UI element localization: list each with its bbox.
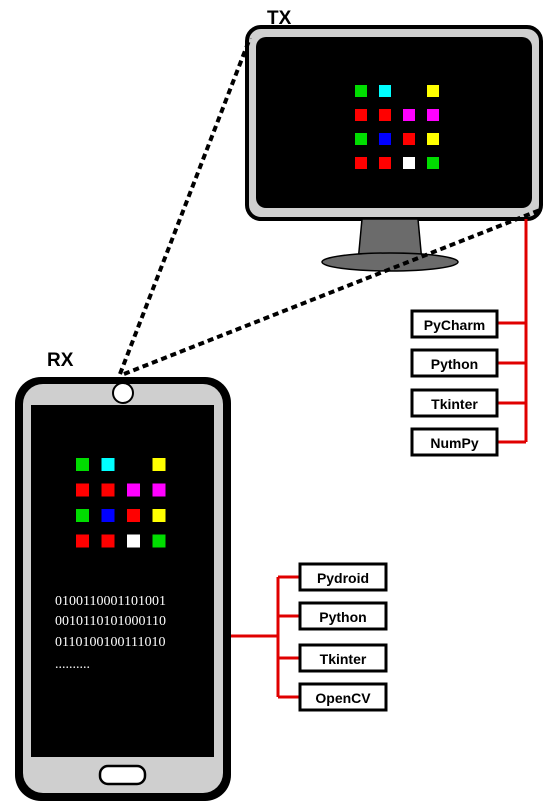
grid-cell	[101, 458, 115, 471]
svg-text:PyCharm: PyCharm	[424, 317, 485, 333]
grid-cell	[379, 133, 391, 145]
grid-cell	[152, 458, 166, 471]
phone-home-button[interactable]	[98, 764, 147, 786]
tx-tool-pycharm: PyCharm	[410, 309, 499, 339]
svg-text:Tkinter: Tkinter	[431, 396, 478, 412]
grid-cell	[76, 483, 89, 497]
tx-tool-tkinter: Tkinter	[410, 388, 499, 418]
fov-line-top	[118, 37, 252, 375]
grid-cell	[101, 509, 115, 522]
svg-text:NumPy: NumPy	[430, 435, 478, 451]
grid-cell	[76, 458, 89, 471]
grid-cell	[355, 109, 367, 121]
rx-bits-line: ..........	[55, 657, 90, 672]
tx-connectors	[497, 219, 528, 444]
grid-cell	[427, 85, 439, 97]
rx-tool-pydroid: Pydroid	[298, 562, 388, 592]
rx-connectors	[231, 575, 300, 699]
fov-line-bottom	[123, 208, 541, 376]
grid-cell	[355, 133, 367, 145]
grid-cell	[127, 483, 140, 497]
grid-cell	[427, 133, 439, 145]
tx-monitor	[245, 25, 543, 272]
grid-cell	[427, 157, 439, 169]
grid-cell	[101, 483, 115, 497]
grid-cell	[355, 157, 367, 169]
grid-cell	[403, 157, 415, 169]
tx-tool-numpy: NumPy	[410, 427, 499, 457]
tx-color-grid	[355, 85, 439, 169]
svg-text:Pydroid: Pydroid	[317, 570, 369, 586]
svg-text:Python: Python	[319, 609, 366, 625]
tx-tool-python: Python	[410, 348, 499, 378]
svg-text:Tkinter: Tkinter	[320, 651, 367, 667]
svg-text:OpenCV: OpenCV	[315, 690, 371, 706]
rx-color-grid	[76, 458, 166, 548]
rx-tool-opencv: OpenCV	[298, 682, 388, 712]
grid-cell	[127, 509, 140, 522]
grid-cell	[379, 85, 391, 97]
svg-text:Python: Python	[431, 356, 478, 372]
grid-cell	[152, 483, 166, 497]
monitor-screen	[256, 37, 532, 208]
rx-tool-python: Python	[298, 601, 388, 631]
rx-tool-tkinter: Tkinter	[298, 643, 388, 673]
grid-cell	[403, 109, 415, 121]
grid-cell	[152, 509, 166, 522]
grid-cell	[379, 109, 391, 121]
tx-label: TX	[267, 8, 292, 29]
grid-cell	[403, 133, 415, 145]
phone-camera-icon	[112, 382, 134, 404]
grid-cell	[379, 157, 391, 169]
rx-bits-line: 0010110101000110	[55, 614, 166, 629]
grid-cell	[427, 109, 439, 121]
rx-bits-line: 0100110001101001	[55, 594, 166, 609]
grid-cell	[152, 534, 166, 548]
rx-bits-line: 0110100100111010	[55, 635, 165, 650]
grid-cell	[355, 85, 367, 97]
grid-cell	[101, 534, 115, 548]
rx-label: RX	[47, 350, 74, 371]
rx-phone: 0100110001101001 0010110101000110 011010…	[15, 377, 231, 801]
monitor-stand	[321, 252, 459, 272]
grid-cell	[76, 509, 89, 522]
grid-cell	[127, 534, 140, 548]
phone-screen	[31, 405, 214, 757]
grid-cell	[76, 534, 89, 548]
